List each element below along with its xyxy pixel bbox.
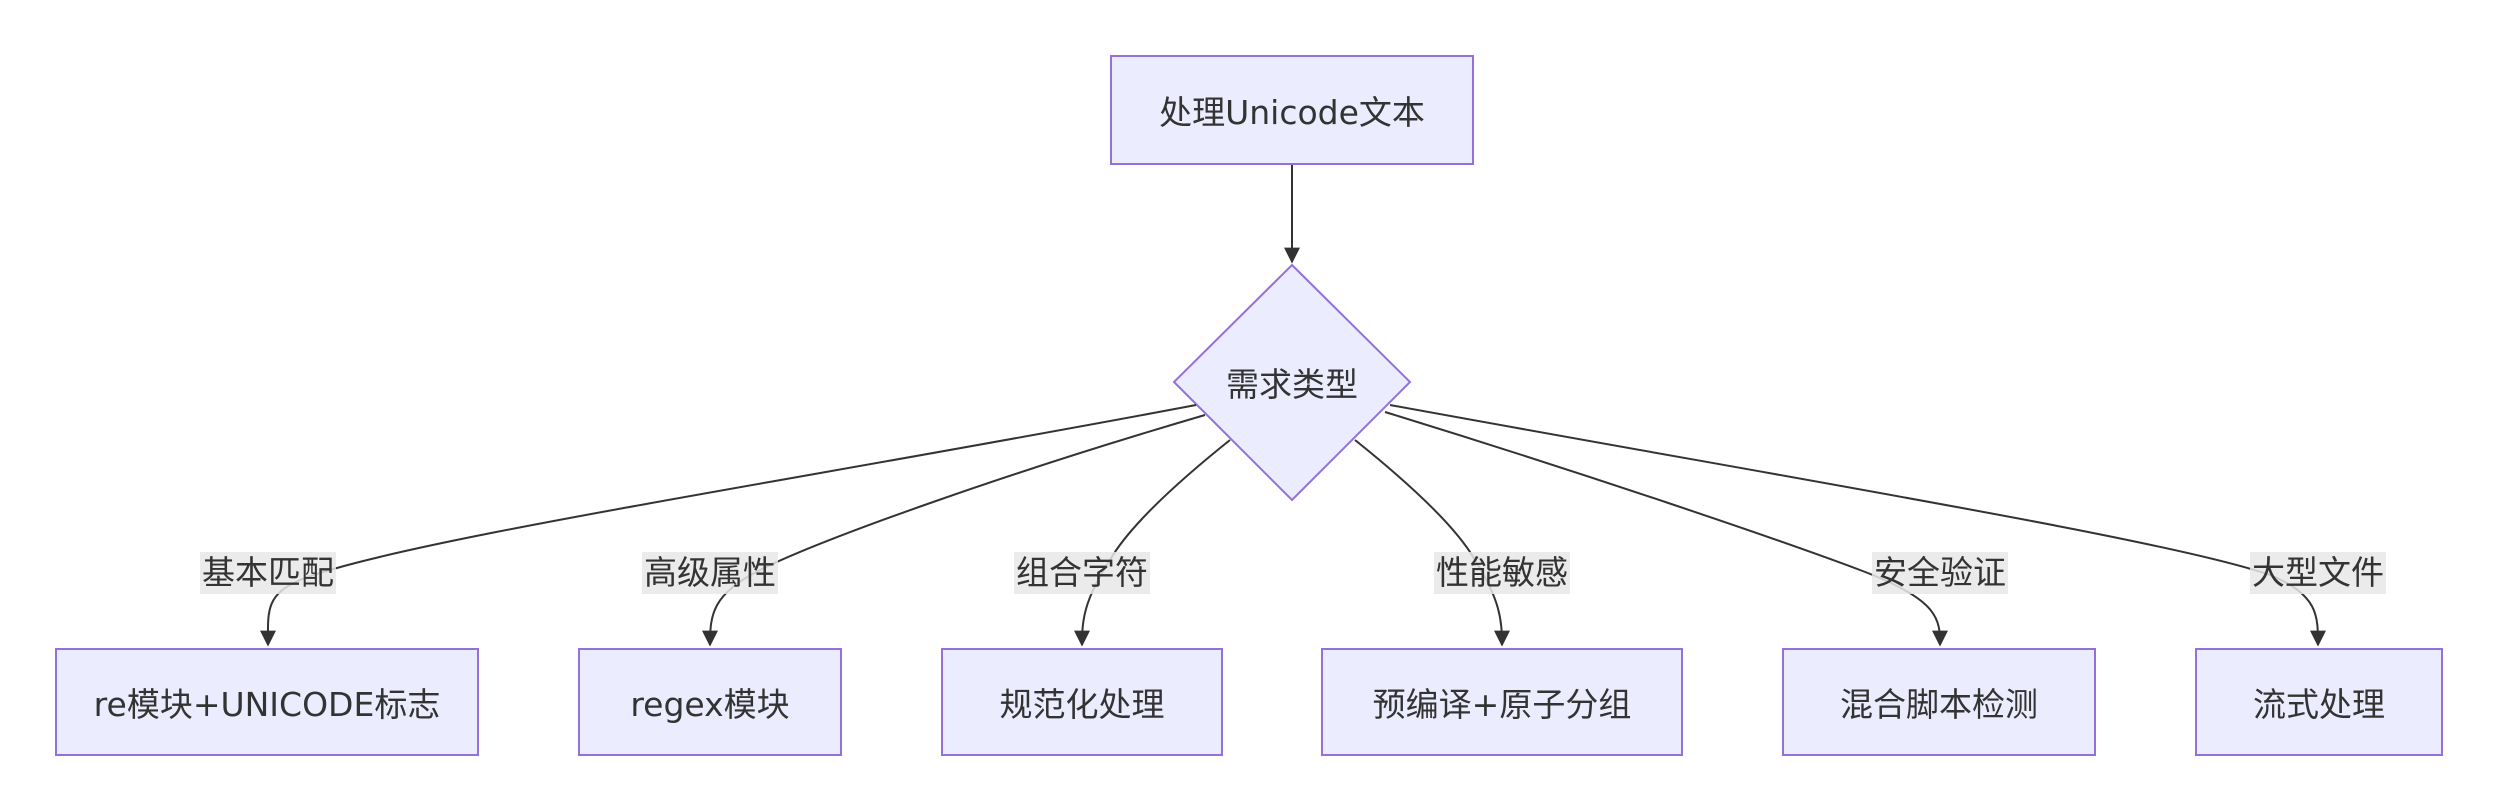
result-node-5-label: 混合脚本检测 bbox=[1840, 685, 2038, 724]
decision-node-label: 需求类型 bbox=[1226, 365, 1358, 404]
edge-label-4: 性能敏感 bbox=[1434, 552, 1570, 594]
result-node-2-label: regex模块 bbox=[630, 685, 790, 724]
result-node-6: 流式处理 bbox=[2195, 648, 2443, 756]
edge-label-3: 组合字符 bbox=[1014, 552, 1150, 594]
edge-branch-6 bbox=[1389, 404, 2326, 647]
result-node-2: regex模块 bbox=[578, 648, 842, 756]
edge-branch-2 bbox=[702, 414, 1206, 647]
edge-label-6: 大型文件 bbox=[2250, 552, 2386, 594]
start-node: 处理Unicode文本 bbox=[1110, 55, 1474, 165]
result-node-5: 混合脚本检测 bbox=[1782, 648, 2096, 756]
result-node-3-label: 规范化处理 bbox=[999, 685, 1165, 724]
result-node-1: re模块+UNICODE标志 bbox=[55, 648, 479, 756]
result-node-3: 规范化处理 bbox=[941, 648, 1223, 756]
result-node-6-label: 流式处理 bbox=[2253, 685, 2385, 724]
edge-label-2: 高级属性 bbox=[642, 552, 778, 594]
edge-label-5: 安全验证 bbox=[1872, 552, 2008, 594]
decision-diamond bbox=[1172, 263, 1412, 502]
edge-branch-1 bbox=[259, 404, 1197, 647]
edge-label-1: 基本匹配 bbox=[200, 552, 336, 594]
edge-branch-5 bbox=[1384, 411, 1948, 647]
edge-branch-4 bbox=[1354, 439, 1510, 647]
start-node-label: 处理Unicode文本 bbox=[1159, 93, 1425, 132]
result-node-1-label: re模块+UNICODE标志 bbox=[93, 685, 441, 724]
result-node-4-label: 预编译+原子分组 bbox=[1372, 685, 1632, 724]
edge-branch-3 bbox=[1074, 439, 1231, 647]
result-node-4: 预编译+原子分组 bbox=[1321, 648, 1683, 756]
